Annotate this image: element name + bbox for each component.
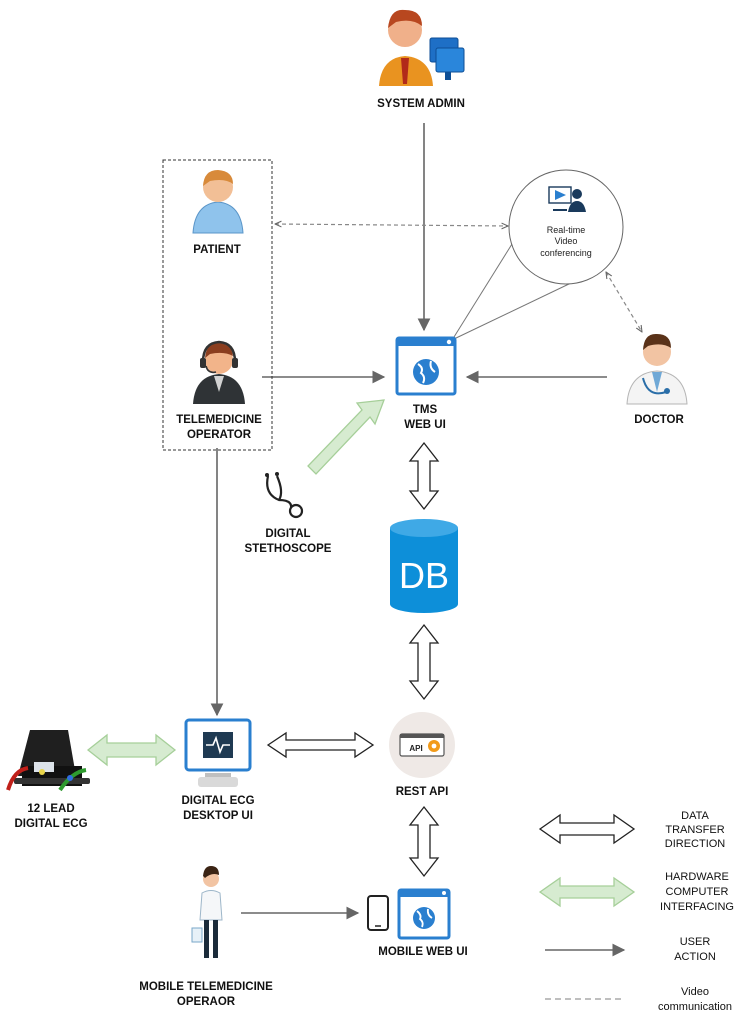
ecg-desktop-ui-icon: [184, 718, 252, 787]
tms-label-2: WEB UI: [404, 419, 446, 431]
legend-video-2: communication: [658, 1001, 732, 1013]
connectors: [210, 123, 642, 920]
legend-data-transfer-arrow: [538, 813, 636, 845]
doctor-label: DOCTOR: [634, 414, 684, 426]
patient-label: PATIENT: [193, 244, 241, 256]
video-conferencing-label-2: Video: [555, 236, 578, 246]
ecg-device-icon: [6, 730, 90, 792]
mobile-operator-label-2: OPERAOR: [177, 996, 236, 1008]
legend-hardware-1: HARDWARE: [665, 871, 729, 883]
legend-data-transfer-1: DATA: [681, 810, 709, 822]
mobile-web-ui-icon: [367, 888, 451, 940]
system-admin-label: SYSTEM ADMIN: [377, 98, 465, 110]
telemedicine-operator-label-1: TELEMEDICINE: [176, 414, 262, 426]
doctor-video-link: [606, 272, 642, 332]
tms-web-ui-icon: [395, 336, 457, 396]
ecg-device-to-ui-arrow: [86, 733, 177, 767]
stethoscope-to-tms-arrow: [307, 399, 385, 475]
legend-hardware-2: COMPUTER: [666, 886, 729, 898]
db-label: DB: [399, 555, 449, 596]
video-conferencing-label-1: Real-time: [547, 225, 586, 235]
db-api-arrow: [408, 623, 440, 701]
patient-operator-group: [162, 159, 273, 451]
database-icon: [390, 519, 458, 613]
ecg-ui-label-1: DIGITAL ECG: [181, 795, 254, 807]
rest-api-icon: API: [389, 712, 455, 778]
stethoscope-label-2: STETHOSCOPE: [245, 543, 332, 555]
telemedicine-operator-icon: [193, 340, 245, 404]
legend-user-action-1: USER: [680, 936, 711, 948]
stethoscope-icon: [265, 472, 304, 519]
video-conferencing-node: [508, 169, 624, 285]
tms-db-arrow: [408, 441, 440, 511]
tms-to-video-line-2: [453, 282, 572, 340]
rest-api-label: REST API: [396, 786, 449, 798]
legend-user-action-2: ACTION: [674, 951, 716, 963]
ecg-device-label-2: DIGITAL ECG: [14, 818, 87, 830]
video-call-icon: [548, 186, 586, 212]
tms-label-1: TMS: [413, 404, 438, 416]
stethoscope-label-1: DIGITAL: [265, 528, 310, 540]
video-conferencing-label-3: conferencing: [540, 248, 592, 258]
api-mobile-arrow: [408, 805, 440, 878]
mobile-globe-icon: [413, 907, 435, 929]
ecg-device-label-1: 12 LEAD: [27, 803, 74, 815]
hardware-arrows: [86, 399, 385, 767]
legend-video-1: Video: [681, 986, 709, 998]
mobile-operator-label-1: MOBILE TELEMEDICINE: [139, 981, 273, 993]
api-badge-text: API: [409, 744, 422, 753]
ecg-ui-api-arrow: [266, 731, 375, 759]
legend-data-transfer-2: TRANSFER: [665, 824, 724, 836]
globe-icon: [413, 359, 439, 385]
patient-icon: [192, 170, 244, 234]
ecg-ui-label-2: DESKTOP UI: [183, 810, 253, 822]
legend: DATA TRANSFER DIRECTION HARDWARE COMPUTE…: [538, 810, 734, 1013]
gear-icon: [428, 740, 440, 752]
legend-hardware-arrow: [538, 876, 636, 908]
patient-video-link: [275, 224, 508, 226]
tms-to-video-line-1: [453, 235, 518, 338]
mobile-web-ui-label: MOBILE WEB UI: [378, 946, 467, 958]
legend-hardware-3: INTERFACING: [660, 901, 734, 913]
mobile-operator-icon: [191, 866, 223, 958]
telemedicine-operator-label-2: OPERATOR: [187, 429, 252, 441]
doctor-icon: [626, 333, 688, 405]
system-admin-icon: [379, 9, 465, 86]
legend-data-transfer-3: DIRECTION: [665, 838, 726, 850]
data-transfer-arrows: [266, 441, 440, 878]
